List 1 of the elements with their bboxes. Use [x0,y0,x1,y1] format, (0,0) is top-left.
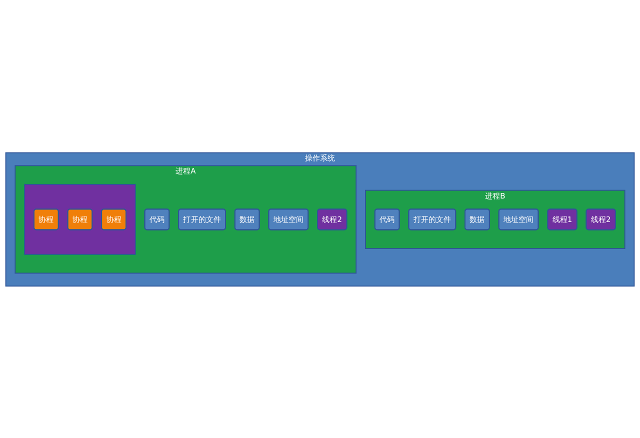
cluster [24,184,136,254]
